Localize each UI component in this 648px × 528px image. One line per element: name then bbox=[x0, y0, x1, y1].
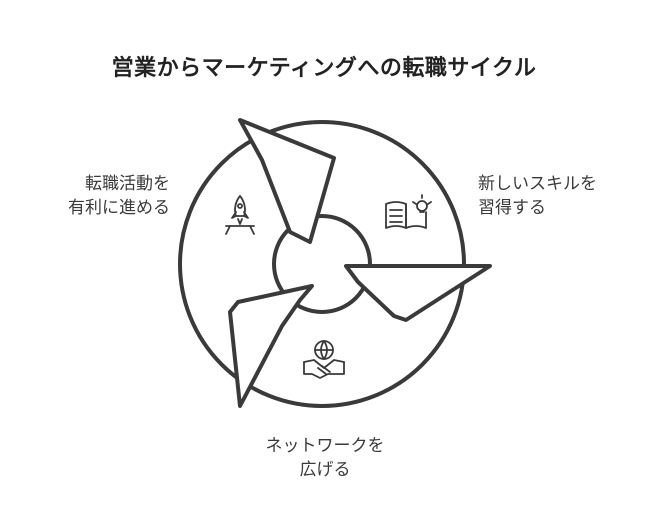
step-career-move-line1: 転職活動を bbox=[85, 174, 170, 194]
diagram-title: 営業からマーケティングへの転職サイクル bbox=[111, 56, 537, 81]
step-learn-skills-line1: 新しいスキルを bbox=[478, 174, 597, 194]
step-networking-label: ネットワークを 広げる bbox=[235, 434, 415, 482]
rocket-icon bbox=[225, 195, 255, 235]
step-career-move-label: 転職活動を 有利に進める bbox=[40, 172, 170, 220]
handshake-globe-icon bbox=[303, 340, 345, 379]
book-lightbulb-icon bbox=[385, 194, 432, 229]
step-learn-skills-label: 新しいスキルを 習得する bbox=[478, 172, 628, 220]
step-networking-line1: ネットワークを bbox=[265, 436, 385, 456]
arrow-right bbox=[344, 264, 492, 322]
arrow-bottom bbox=[228, 284, 314, 408]
step-networking-line2: 広げる bbox=[299, 460, 351, 480]
step-career-move-line2: 有利に進める bbox=[68, 198, 170, 218]
step-learn-skills-line2: 習得する bbox=[478, 198, 546, 218]
arrow-top bbox=[238, 118, 336, 244]
